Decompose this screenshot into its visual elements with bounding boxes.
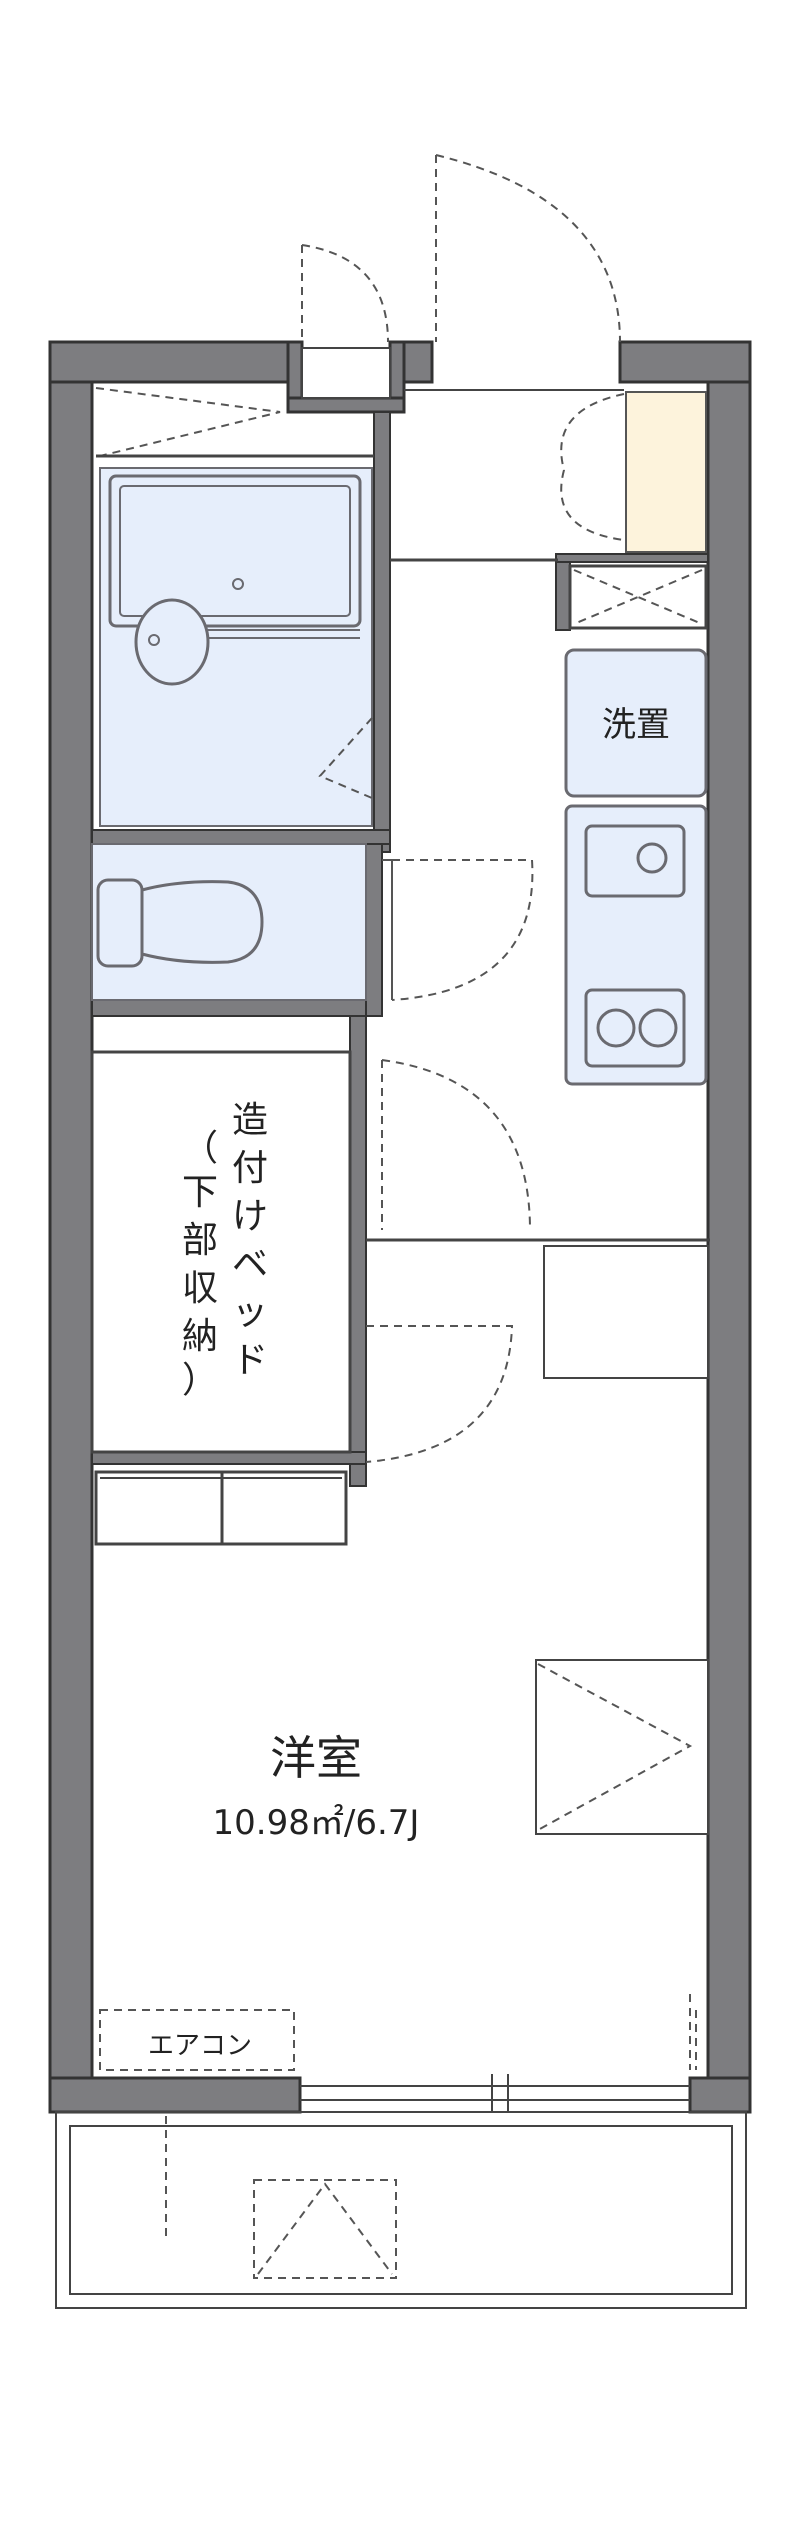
bathtub	[108, 474, 362, 628]
outer-walls	[48, 340, 752, 2114]
built-in-bed-box	[90, 1050, 352, 1454]
toilet-right-wall	[365, 843, 383, 1017]
toilet-tank	[96, 878, 144, 968]
entrance-step	[301, 347, 391, 399]
bathroom	[95, 387, 374, 827]
balcony-outline	[55, 2111, 747, 2309]
storage-cabinet-right	[555, 553, 571, 631]
shelf	[94, 1470, 348, 1546]
interior-walls	[91, 411, 709, 1487]
bed-char-1: 造	[232, 1100, 268, 1141]
storage-char-3: 部	[182, 1220, 218, 1261]
sink-drain	[636, 842, 668, 874]
aircon-box	[99, 2009, 295, 2071]
bed-char-4: ベ	[232, 1244, 268, 1285]
western-room: 洋室 10.98㎡/6.7J	[213, 1659, 709, 2070]
room-door-arc	[365, 1325, 514, 1463]
hallway	[301, 154, 625, 562]
bed-char-2: 付	[232, 1148, 268, 1189]
kitchen-sink	[584, 824, 686, 898]
bath-wall-right	[373, 411, 391, 853]
laundry-label: 洗置	[602, 705, 670, 745]
burner-right	[638, 1008, 678, 1048]
storage-cabinet-top	[555, 553, 709, 563]
balcony-window	[300, 2074, 690, 2112]
entrance-door-arc	[435, 154, 621, 343]
bed-char-6: ド	[232, 1340, 268, 1381]
storage-char-2: 下	[182, 1172, 218, 1213]
balcony	[55, 2111, 747, 2309]
closet-door-mark	[537, 1663, 693, 1831]
washroom-door-arc	[381, 1059, 531, 1231]
bath-ceiling-line	[95, 387, 281, 457]
service-door-arc	[301, 244, 389, 343]
storage-char-5: 納	[182, 1316, 218, 1357]
bathtub-inner	[119, 485, 351, 617]
room-size: 10.98㎡/6.7J	[213, 1803, 420, 1843]
shoe-cabinet-door-arc	[560, 393, 625, 541]
closet-box	[535, 1659, 709, 1835]
bath-door-swing	[318, 717, 373, 799]
balcony-hatch-mark	[257, 2182, 393, 2275]
fridge-space	[543, 1245, 709, 1379]
wall-top-right	[618, 340, 752, 384]
toilet-door-swing	[382, 859, 393, 1000]
wall-right	[706, 340, 752, 2114]
window-dash-right	[689, 1994, 697, 2070]
toilet-bottom-wall	[91, 999, 383, 1017]
wall-top-left	[48, 340, 300, 384]
aircon-label: エアコン	[148, 2031, 252, 2061]
storage-char-4: 収	[182, 1268, 218, 1309]
wall-bottom-left	[48, 2076, 302, 2114]
burner-left	[596, 1008, 636, 1048]
washbasin-drain	[148, 634, 160, 646]
balcony-inner	[69, 2125, 733, 2295]
storage-cabinet	[568, 564, 708, 630]
shoe-cabinet	[625, 391, 707, 553]
bathtub-drain	[232, 578, 244, 590]
storage-cabinet-box	[568, 564, 708, 630]
storage-cabinet-x	[573, 569, 703, 625]
shelf-top-wall	[91, 1451, 367, 1465]
aircon: エアコン	[99, 2009, 295, 2071]
wall-bottom-right	[688, 2076, 752, 2114]
laundry-space: 洗置	[564, 648, 708, 798]
wall-left	[48, 340, 94, 2114]
toilet-room	[91, 843, 534, 1001]
laundry-box	[564, 648, 708, 798]
notch-bottom	[286, 396, 406, 414]
toilet-door-arc	[391, 859, 534, 1001]
kitchen	[564, 804, 708, 1086]
bed-char-3: け	[232, 1196, 268, 1237]
storage-char-6: ）	[182, 1360, 218, 1401]
bath-toilet-wall	[91, 829, 391, 845]
closet-right-wall	[349, 1015, 367, 1487]
room-name: 洋室	[270, 1731, 362, 1785]
built-in-bed: 造 付 け ベ ッ ド （ 下 部 収 納 ）	[90, 1050, 352, 1454]
bed-char-5: ッ	[232, 1292, 268, 1333]
balcony-hatch	[253, 2179, 397, 2279]
storage-char-1: （	[182, 1128, 218, 1169]
doors-middle	[365, 1059, 710, 1463]
toilet-bowl	[140, 880, 264, 964]
washbasin-oval	[134, 598, 210, 686]
